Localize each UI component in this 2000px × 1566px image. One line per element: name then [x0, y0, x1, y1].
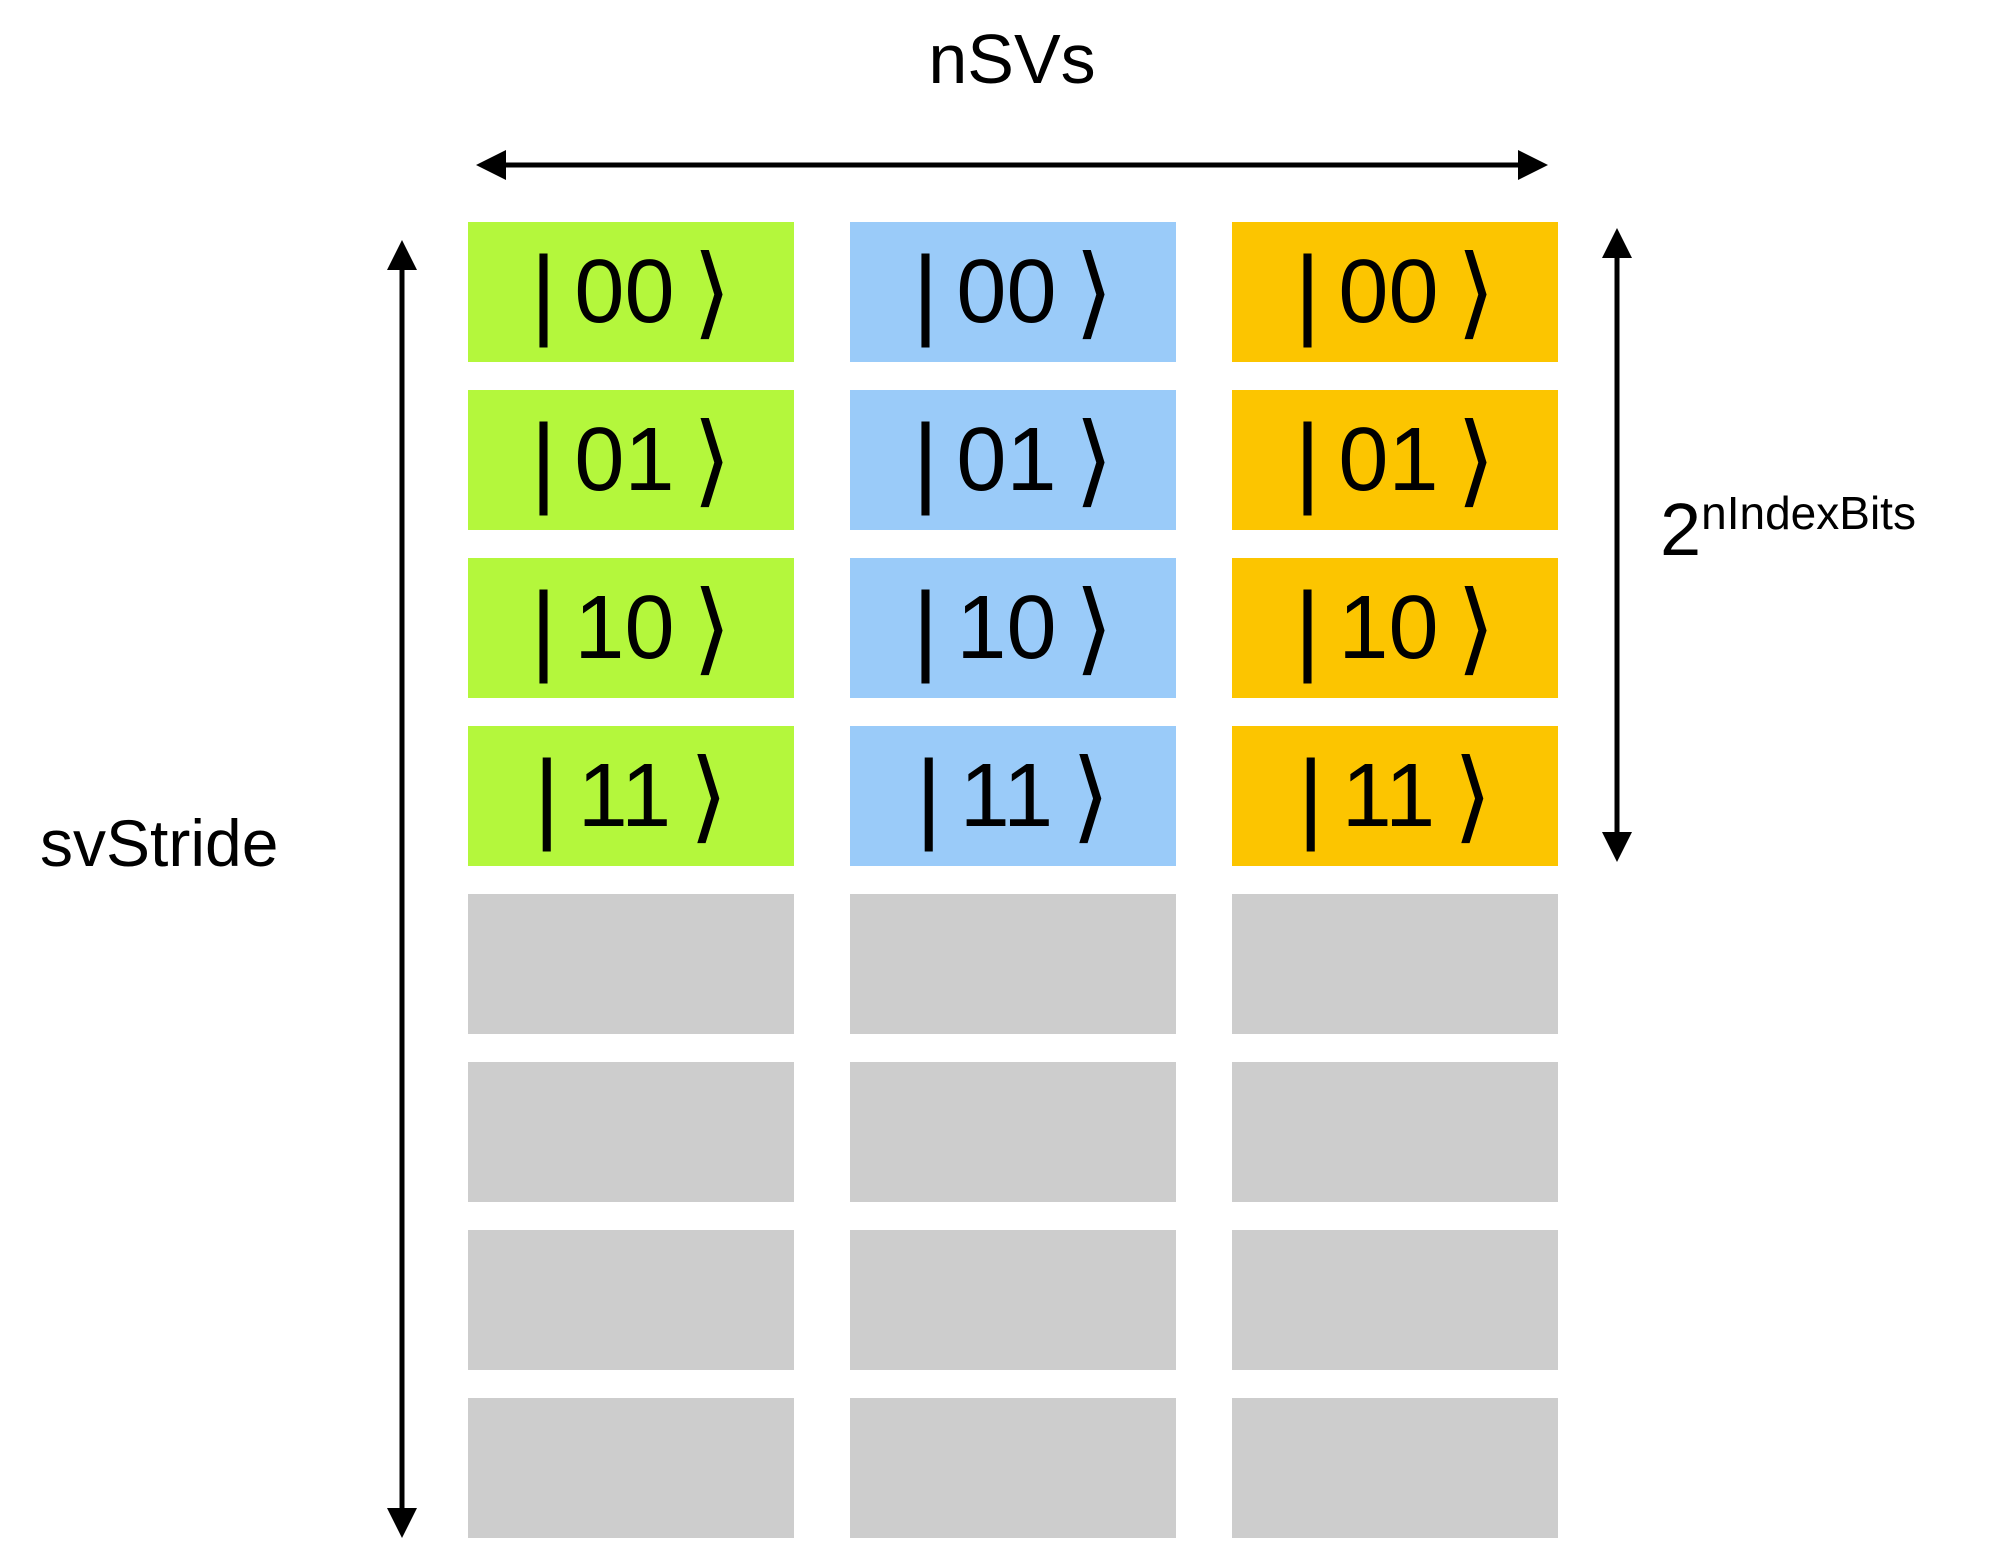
nsvs-label: nSVs: [928, 20, 1096, 98]
ket-value: 11: [959, 746, 1054, 846]
ket-cell-10: |10⟩: [850, 558, 1176, 698]
state-vector-column-0: |00⟩ |01⟩ |10⟩ |11⟩: [468, 222, 794, 1566]
ket-bracket-icon: ⟩: [692, 404, 732, 516]
ket-bar: |: [1294, 404, 1321, 516]
ket-cell-01: |01⟩: [1232, 390, 1558, 530]
ket-bracket-icon: ⟩: [692, 236, 732, 348]
ket-cell-11: |11⟩: [850, 726, 1176, 866]
ket-value: 10: [956, 578, 1057, 678]
ket-bracket-icon: ⟩: [1074, 572, 1114, 684]
ket-cell-10: |10⟩: [1232, 558, 1558, 698]
ket-cell-11: |11⟩: [468, 726, 794, 866]
ket-cell-00: |00⟩: [1232, 222, 1558, 362]
ket-value: 00: [1338, 242, 1439, 342]
empty-cell: [468, 1230, 794, 1370]
ket-cell-11: |11⟩: [1232, 726, 1558, 866]
ket-value: 01: [574, 410, 675, 510]
ket-bracket-icon: ⟩: [689, 740, 729, 852]
ket-value: 01: [956, 410, 1057, 510]
ket-bracket-icon: ⟩: [1456, 572, 1496, 684]
ket-cell-10: |10⟩: [468, 558, 794, 698]
ket-bar: |: [533, 740, 560, 852]
ket-bracket-icon: ⟩: [1074, 236, 1114, 348]
ket-value: 00: [956, 242, 1057, 342]
ket-bracket-icon: ⟩: [1456, 404, 1496, 516]
ket-value: 11: [1341, 746, 1436, 846]
ket-value: 10: [574, 578, 675, 678]
nindexbits-label: 2nIndexBits: [1660, 490, 1916, 567]
nindexbits-superscript: nIndexBits: [1701, 487, 1916, 539]
empty-cell: [850, 1230, 1176, 1370]
empty-cell: [850, 894, 1176, 1034]
ket-bar: |: [530, 404, 557, 516]
empty-cell: [468, 1398, 794, 1538]
nindexbits-base: 2: [1660, 488, 1702, 571]
ket-bracket-icon: ⟩: [1074, 404, 1114, 516]
ket-value: 01: [1338, 410, 1439, 510]
empty-cell: [1232, 894, 1558, 1034]
ket-bar: |: [1294, 572, 1321, 684]
ket-value: 11: [577, 746, 672, 846]
ket-bar: |: [1297, 740, 1324, 852]
ket-cell-01: |01⟩: [468, 390, 794, 530]
ket-bar: |: [530, 236, 557, 348]
ket-bracket-icon: ⟩: [1453, 740, 1493, 852]
ket-cell-00: |00⟩: [468, 222, 794, 362]
ket-bar: |: [915, 740, 942, 852]
ket-cell-00: |00⟩: [850, 222, 1176, 362]
empty-cell: [1232, 1062, 1558, 1202]
svstride-label: svStride: [40, 806, 279, 880]
ket-bracket-icon: ⟩: [1071, 740, 1111, 852]
state-vector-column-2: |00⟩ |01⟩ |10⟩ |11⟩: [1232, 222, 1558, 1566]
empty-cell: [1232, 1398, 1558, 1538]
empty-cell: [850, 1062, 1176, 1202]
ket-bar: |: [912, 236, 939, 348]
empty-cell: [1232, 1230, 1558, 1370]
empty-cell: [468, 1062, 794, 1202]
ket-bracket-icon: ⟩: [1456, 236, 1496, 348]
ket-bar: |: [912, 572, 939, 684]
ket-bracket-icon: ⟩: [692, 572, 732, 684]
ket-cell-01: |01⟩: [850, 390, 1176, 530]
state-vector-column-1: |00⟩ |01⟩ |10⟩ |11⟩: [850, 222, 1176, 1566]
ket-bar: |: [1294, 236, 1321, 348]
empty-cell: [850, 1398, 1176, 1538]
ket-value: 10: [1338, 578, 1439, 678]
ket-value: 00: [574, 242, 675, 342]
ket-bar: |: [912, 404, 939, 516]
empty-cell: [468, 894, 794, 1034]
ket-bar: |: [530, 572, 557, 684]
